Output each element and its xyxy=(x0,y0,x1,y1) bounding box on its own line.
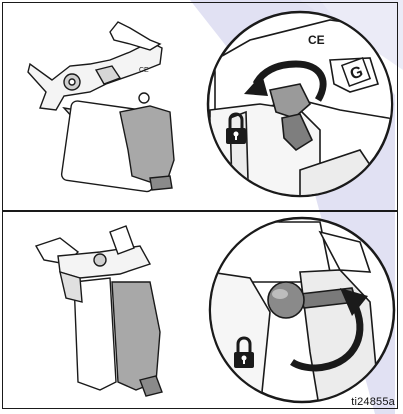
top-magnified-detail: CE G xyxy=(208,12,400,200)
top-panel: CE CE G xyxy=(0,0,403,210)
bottom-magnified-detail xyxy=(210,218,394,412)
spray-gun-top-illustration xyxy=(28,22,174,192)
ce-mark-small: CE xyxy=(139,67,149,74)
safety-knob xyxy=(268,282,304,318)
top-panel-drawing: CE CE G xyxy=(0,0,403,210)
figure-reference-id: ti24855a xyxy=(351,396,395,408)
ce-mark: CE xyxy=(308,33,325,47)
bottom-panel xyxy=(0,212,403,412)
bottom-panel-drawing xyxy=(0,212,403,412)
spray-gun-bottom-illustration xyxy=(36,226,162,396)
